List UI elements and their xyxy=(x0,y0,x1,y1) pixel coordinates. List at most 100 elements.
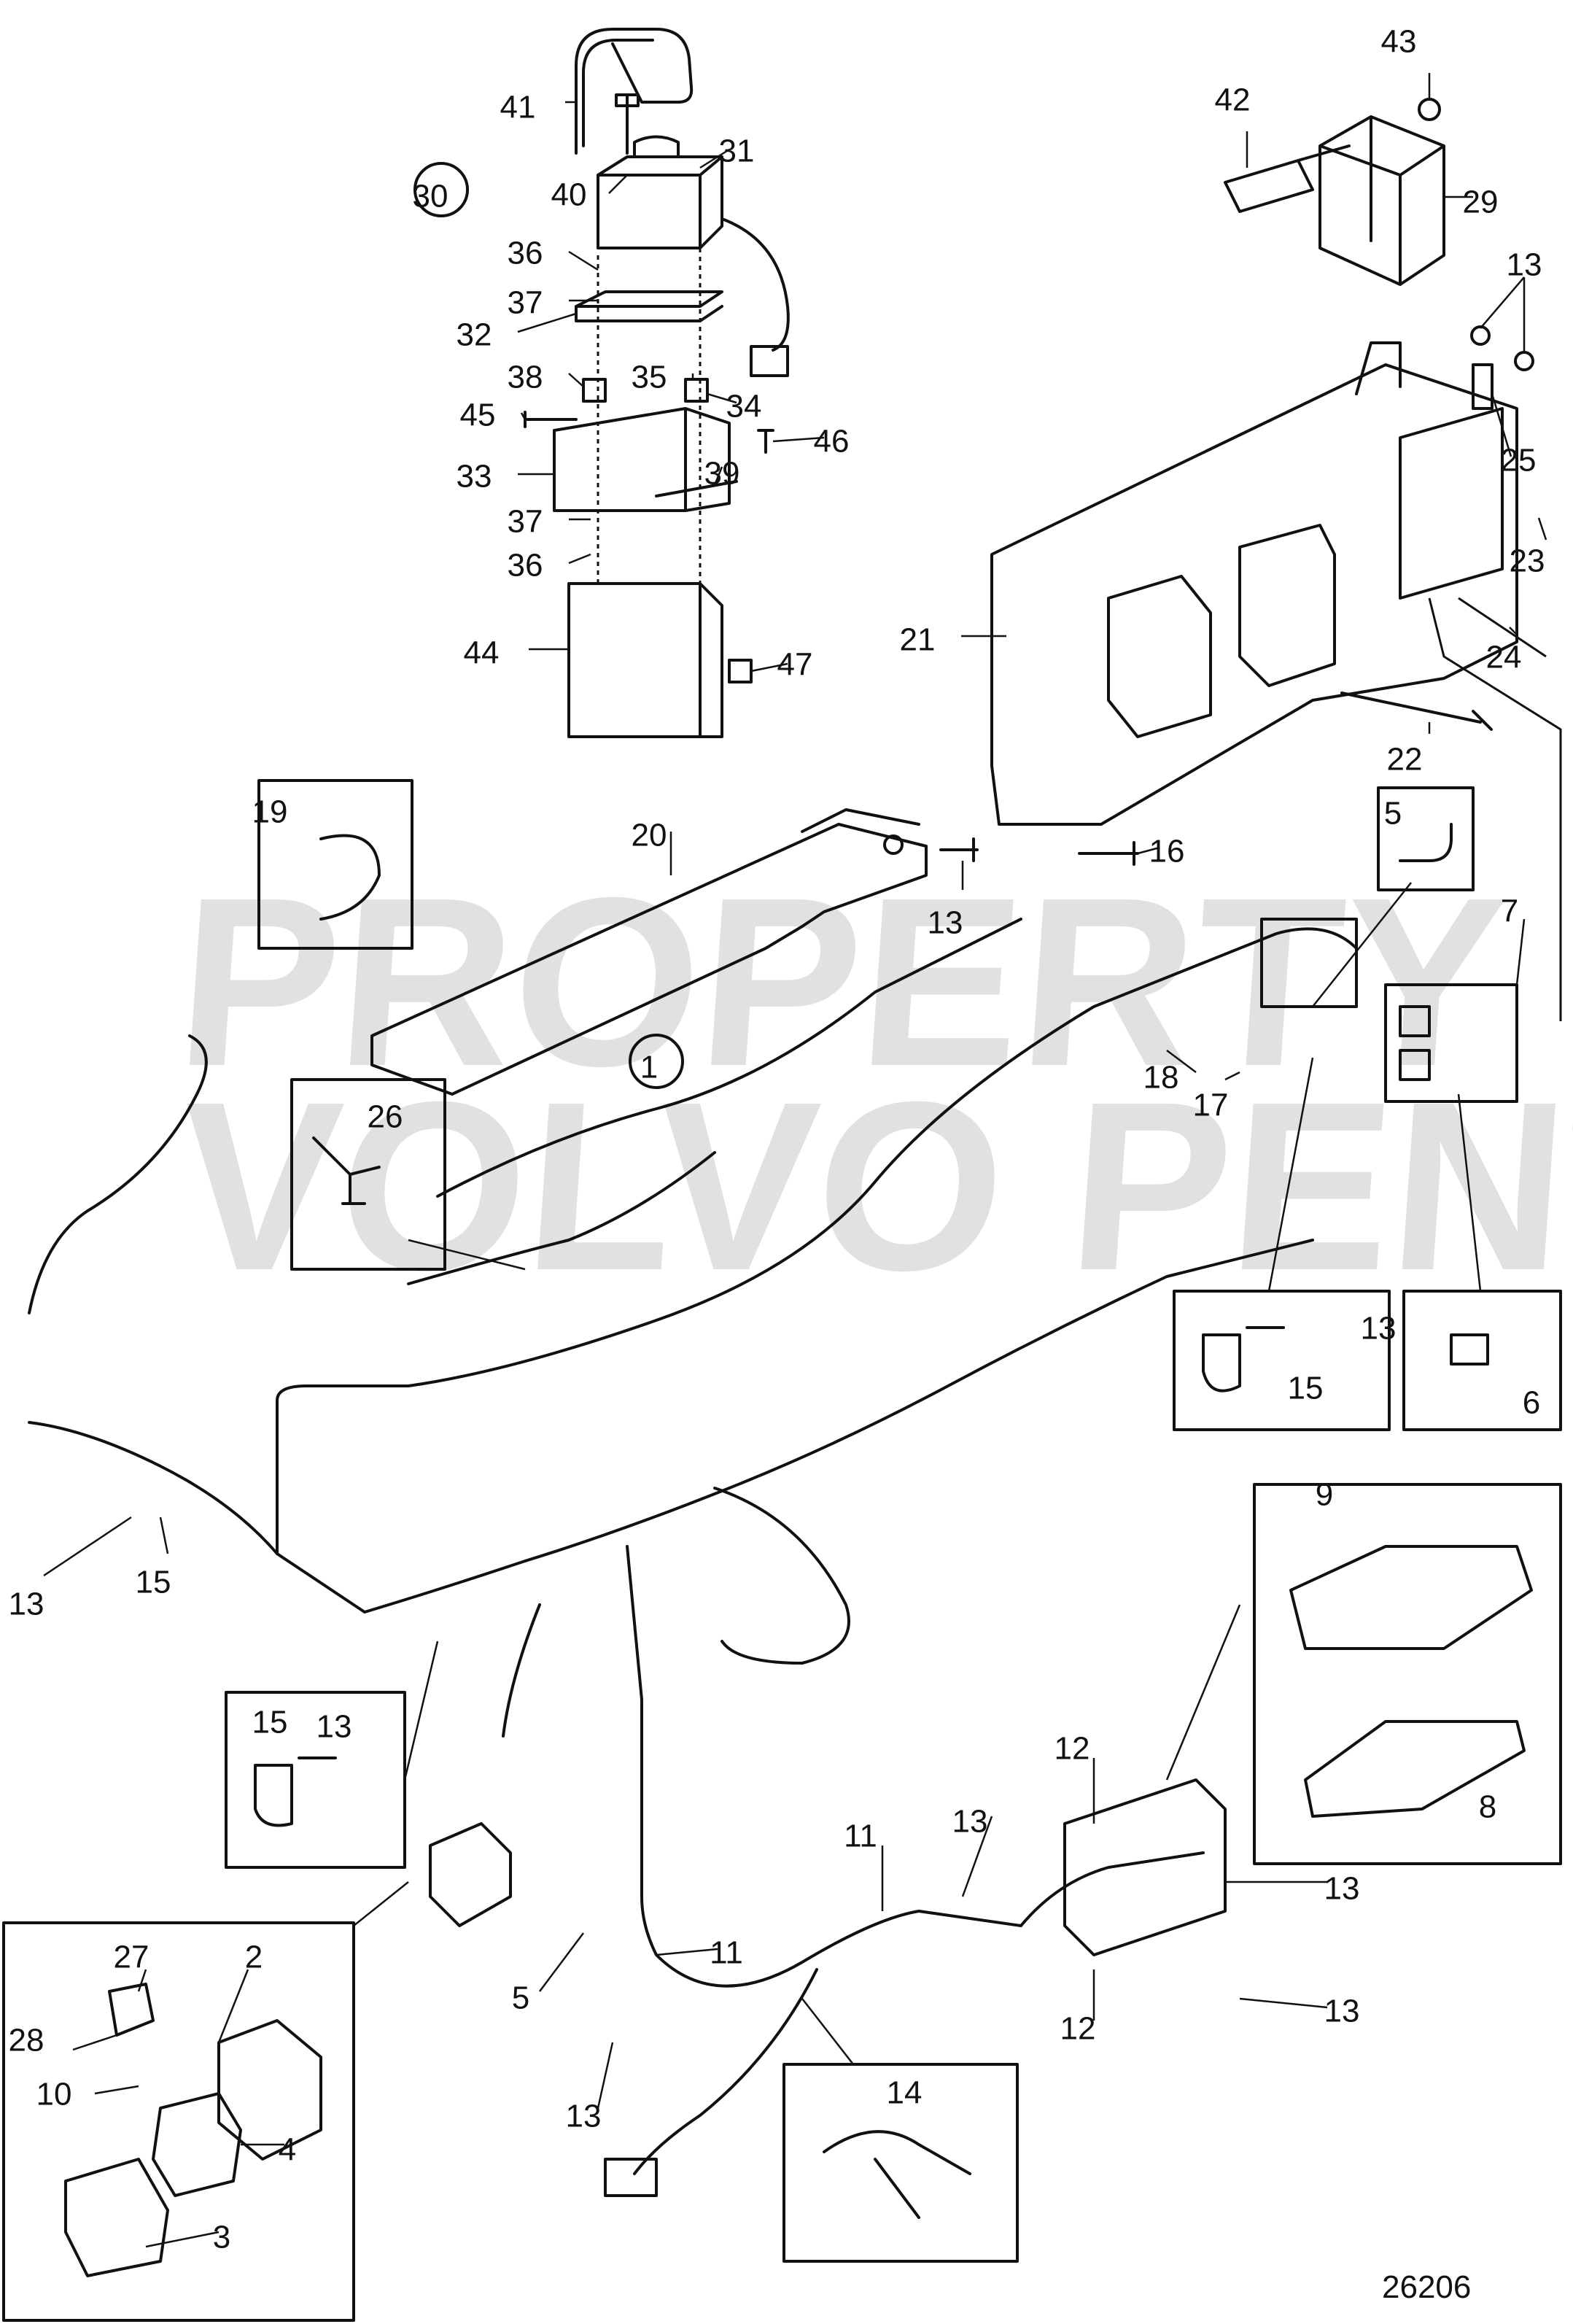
connector-6b xyxy=(1399,1049,1431,1081)
sensor-wire-lower xyxy=(407,1151,716,1285)
unit-cable xyxy=(721,217,790,352)
inset-15-clamp xyxy=(1202,1326,1285,1393)
clamp-part-34 xyxy=(684,378,709,403)
callout-c37b: 37 xyxy=(508,504,543,540)
callout-c41: 41 xyxy=(500,90,536,125)
bolt-part-16 xyxy=(1078,841,1139,866)
callout-c10: 10 xyxy=(36,2077,72,2112)
watermark: PROPERTY OF VOLVO PENTA xyxy=(170,848,1573,1321)
mounting-plate-part-21 xyxy=(990,363,1518,826)
callout-c5b: 5 xyxy=(512,1980,529,2016)
inset-6 xyxy=(1402,1290,1562,1431)
callout-c29: 29 xyxy=(1463,185,1499,220)
callout-c42: 42 xyxy=(1215,82,1251,118)
harness-trunk-lower xyxy=(276,1239,1314,1614)
inset-5-elbow xyxy=(1399,823,1453,862)
inset-19 xyxy=(257,779,413,950)
connector-housing-part-12 xyxy=(1063,1778,1227,1956)
inset-5 xyxy=(1377,786,1475,891)
callout-c43: 43 xyxy=(1381,24,1417,60)
callout-c24: 24 xyxy=(1486,640,1522,675)
assembly-marker-1 xyxy=(629,1034,684,1089)
inset-19-cable-tie xyxy=(319,834,381,921)
harness-down-branch xyxy=(626,1545,1022,1988)
callout-c6: 6 xyxy=(1523,1385,1540,1421)
callout-c22: 22 xyxy=(1387,742,1423,778)
nut-part-38 xyxy=(582,378,607,403)
callout-c13e: 13 xyxy=(316,1709,352,1745)
callout-c14: 14 xyxy=(887,2075,923,2111)
screw-part-13-upper xyxy=(1470,325,1491,346)
callout-c5a: 5 xyxy=(1384,796,1402,832)
plug-part-14-mounted xyxy=(604,2158,658,2197)
callout-c31: 31 xyxy=(719,133,755,169)
callout-c1: 1 xyxy=(640,1050,658,1085)
bracket-20-flange xyxy=(801,808,920,833)
callout-c16: 16 xyxy=(1149,834,1185,869)
connector-6a xyxy=(1399,1005,1431,1037)
nut-part-47 xyxy=(728,659,753,683)
shield-plate-part-44 xyxy=(567,582,723,738)
electronic-module-part-29 xyxy=(1318,115,1445,286)
callout-c19: 19 xyxy=(252,794,288,830)
sensor-wire-upper xyxy=(436,918,1022,1198)
spacer-part-25 xyxy=(1472,363,1494,410)
callout-c13a: 13 xyxy=(1507,247,1542,283)
callout-c30: 30 xyxy=(413,179,448,214)
inset-8-cover xyxy=(1304,1720,1526,1818)
unit-connector xyxy=(750,345,789,377)
callout-c2: 2 xyxy=(245,1940,263,1975)
callout-c12b: 12 xyxy=(1060,2011,1096,2047)
bolt-part-22 xyxy=(1340,692,1493,731)
callout-c39: 39 xyxy=(704,456,740,492)
harness-to-plug-14 xyxy=(633,1968,818,2175)
callout-c26: 26 xyxy=(368,1099,403,1135)
inset-9-connector-body xyxy=(1289,1545,1533,1650)
callout-c21: 21 xyxy=(900,622,936,658)
module-and-mounting-plate xyxy=(990,98,1562,1021)
watermark-line1: PROPERTY OF xyxy=(170,848,1573,1117)
inset-15-13 xyxy=(1173,1290,1391,1431)
plate-tab xyxy=(1355,341,1402,395)
callout-c15a: 15 xyxy=(1288,1371,1324,1406)
inset-14-tie xyxy=(823,2130,971,2219)
callout-c35: 35 xyxy=(632,360,667,395)
inset-8-9 xyxy=(1253,1483,1562,1865)
connector-panel xyxy=(1399,407,1504,600)
callout-c8: 8 xyxy=(1479,1789,1496,1825)
callout-c20: 20 xyxy=(632,818,667,853)
sensor-part-42 xyxy=(1224,144,1351,213)
bolt-part-40 xyxy=(615,93,640,155)
callout-c11a: 11 xyxy=(844,1818,877,1854)
connector-part-2-mounted xyxy=(429,1822,512,1927)
callout-c27: 27 xyxy=(114,1940,149,1975)
callout-c13f: 13 xyxy=(952,1804,988,1840)
inset-14 xyxy=(782,2063,1019,2263)
inset-6-connector xyxy=(1450,1333,1489,1366)
callout-c17: 17 xyxy=(1193,1088,1229,1123)
callout-c40: 40 xyxy=(551,177,587,213)
figure-number: 26206 xyxy=(1382,2269,1471,2305)
callout-c23: 23 xyxy=(1510,543,1545,579)
callout-c9: 9 xyxy=(1316,1477,1333,1513)
panel-leader-lines xyxy=(1428,597,1562,1021)
callout-c36b: 36 xyxy=(508,548,543,584)
callout-c13i: 13 xyxy=(566,2099,602,2134)
plate-cutout-right xyxy=(1238,524,1336,687)
callout-c12a: 12 xyxy=(1055,1731,1090,1767)
callout-c44: 44 xyxy=(464,635,500,671)
screw-part-13-lower xyxy=(1514,351,1534,371)
control-unit-part-31 xyxy=(597,155,723,249)
inset-clip-part-27 xyxy=(108,1983,155,2037)
callout-c38: 38 xyxy=(508,360,543,395)
nut-part-43 xyxy=(1418,98,1441,121)
inset-seal-part-4 xyxy=(152,2092,242,2197)
bracket-handle-inner xyxy=(582,39,654,147)
callout-c47: 47 xyxy=(777,647,813,683)
callout-c15c: 15 xyxy=(252,1705,288,1740)
callout-c13h: 13 xyxy=(1324,1994,1360,2029)
plug-branch xyxy=(502,1603,541,1738)
callout-c3: 3 xyxy=(213,2220,230,2255)
